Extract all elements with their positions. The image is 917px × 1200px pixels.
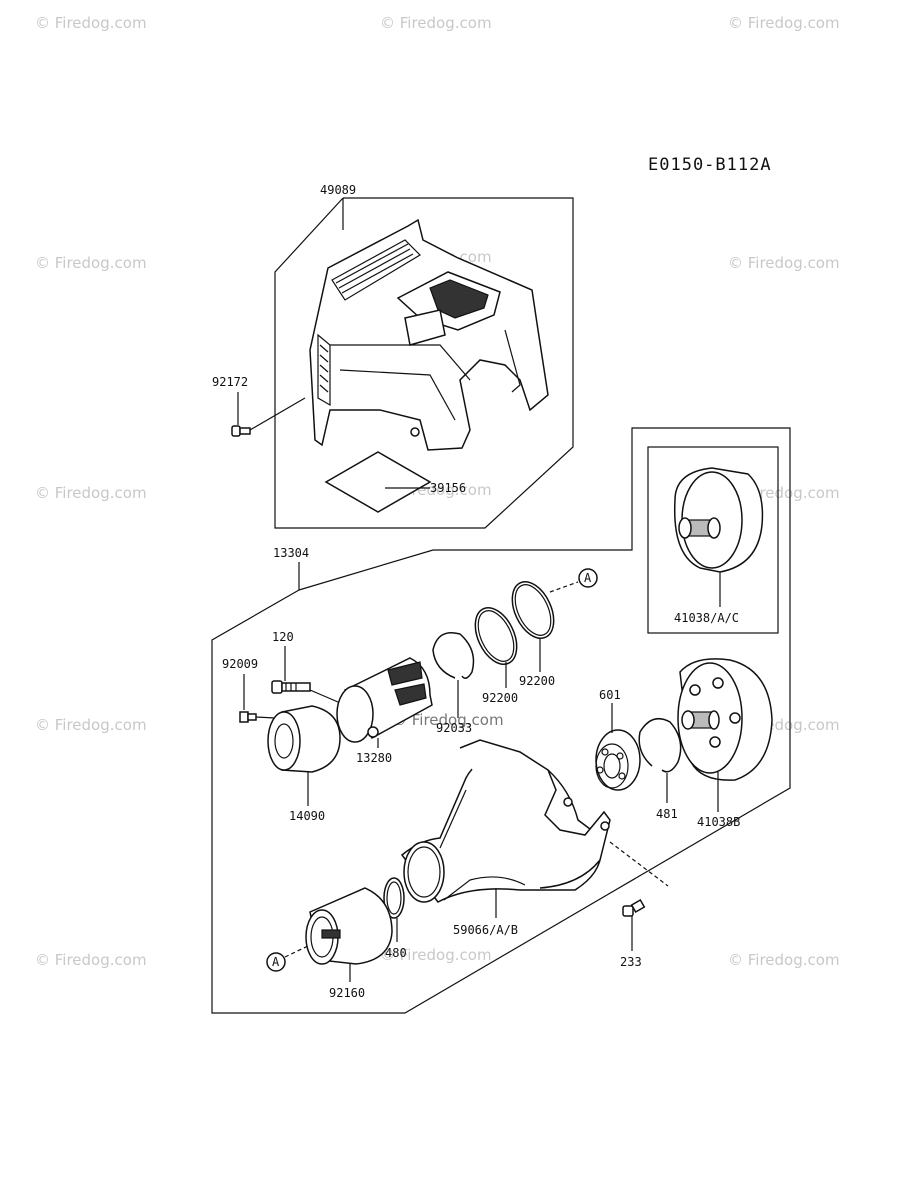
gasket-edge — [514, 584, 552, 636]
watermark: © Firedog.com — [35, 14, 147, 32]
label-41038-a-c: 41038/A/C — [674, 611, 739, 625]
nut-92009 — [239, 711, 257, 723]
label-92033: 92033 — [436, 721, 472, 735]
watermark: © Firedog.com — [392, 711, 504, 729]
label-480: 480 — [385, 946, 407, 960]
blower-group-frame — [211, 427, 791, 1014]
label-41038b: 41038B — [697, 815, 740, 829]
ref-dashed-line — [549, 581, 579, 593]
snap-ring-481 — [638, 717, 682, 773]
watermark: © Firedog.com — [35, 716, 147, 734]
clutch-drum-41038b — [677, 658, 773, 781]
label-92160: 92160 — [329, 986, 365, 1000]
label-92200-a: 92200 — [482, 691, 518, 705]
bolt-120 — [271, 680, 311, 694]
bearing-601 — [595, 729, 641, 791]
clutch-drum-41038ac — [673, 467, 764, 573]
label-sheet — [324, 451, 432, 513]
screw-233 — [622, 899, 646, 917]
gasket-edge — [477, 610, 515, 662]
watermark: © Firedog.com — [35, 254, 147, 272]
ref-marker-a-text: A — [272, 955, 280, 969]
label-92172: 92172 — [212, 375, 248, 389]
ring-480-inner — [386, 881, 402, 915]
label-13280: 13280 — [356, 751, 392, 765]
ref-dashed-line — [609, 841, 669, 887]
screw-92172 — [231, 425, 251, 437]
label-59066-a-b: 59066/A/B — [453, 923, 518, 937]
label-233: 233 — [620, 955, 642, 969]
watermark: © Firedog.com — [35, 951, 147, 969]
coupling-14090 — [267, 705, 341, 773]
watermark: © Firedog.com — [728, 951, 840, 969]
watermark: © Firedog.com — [380, 946, 492, 964]
label-39156: 39156 — [430, 481, 466, 495]
gasket-92200-a — [474, 607, 518, 665]
ref-dashed-line — [284, 944, 311, 958]
label-92200-b: 92200 — [519, 674, 555, 688]
label-13304: 13304 — [273, 546, 309, 560]
cover-group-frame — [274, 197, 574, 529]
ref-marker-a-text: A — [584, 571, 592, 585]
ref-marker-a — [578, 568, 598, 588]
engine-cover — [309, 218, 549, 451]
watermark: © Firedog.com — [35, 484, 147, 502]
watermark: © Firedog.com — [728, 254, 840, 272]
label-481: 481 — [656, 807, 678, 821]
label-120: 120 — [272, 630, 294, 644]
label-92009: 92009 — [222, 657, 258, 671]
inset-box — [647, 446, 779, 634]
watermark: © Firedog.com — [380, 14, 492, 32]
housing-13280 — [336, 657, 433, 743]
label-601: 601 — [599, 688, 621, 702]
watermark: © Firedog.com — [728, 14, 840, 32]
sleeve-92160 — [305, 887, 393, 965]
ref-marker-a — [266, 952, 286, 972]
snap-ring-92033 — [432, 632, 475, 679]
fan-housing-59066 — [400, 739, 611, 903]
label-49089: 49089 — [320, 183, 356, 197]
diagram-code: E0150-B112A — [648, 155, 772, 175]
leader-line — [255, 716, 276, 719]
label-14090: 14090 — [289, 809, 325, 823]
gasket-92200-b — [511, 581, 555, 639]
leader-line — [249, 397, 306, 431]
